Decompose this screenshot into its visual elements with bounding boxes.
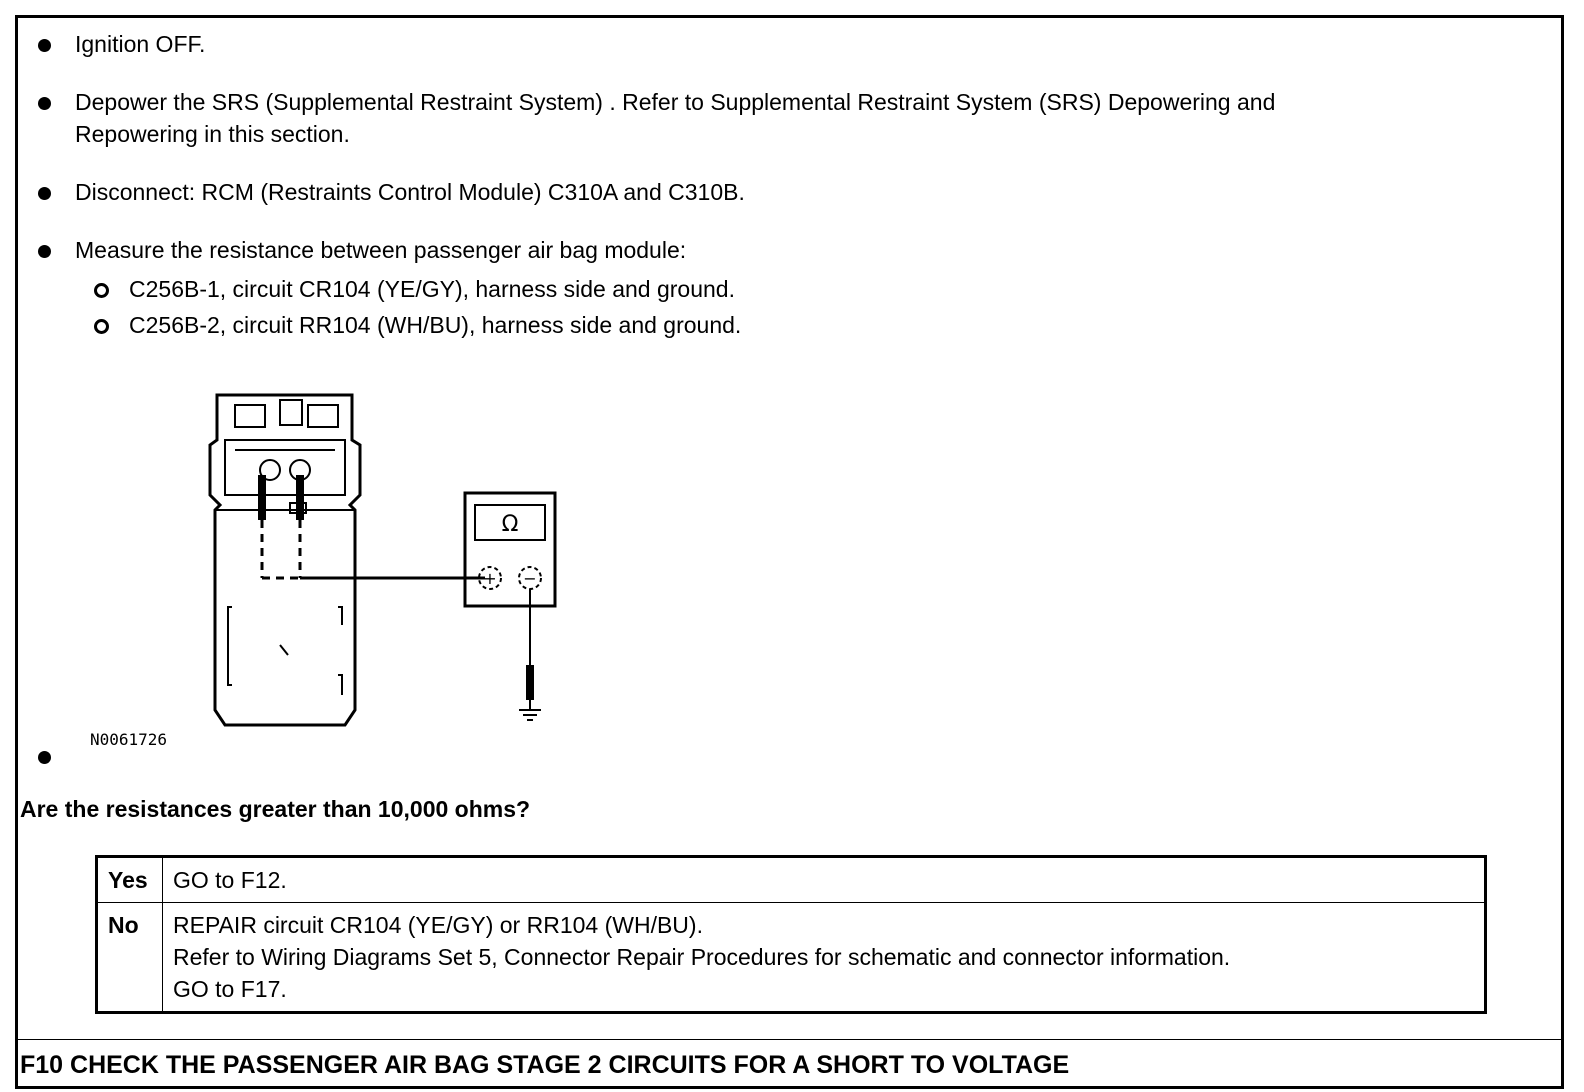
ohm-symbol: Ω bbox=[502, 512, 519, 537]
air-bag-module-icon bbox=[208, 393, 362, 727]
action-line: Refer to Wiring Diagrams Set 5, Connecto… bbox=[173, 944, 1231, 970]
question: Are the resistances greater than 10,000 … bbox=[20, 796, 531, 822]
step-text: Ignition OFF. bbox=[75, 31, 206, 57]
step-text-line2: Repowering in this section. bbox=[75, 121, 350, 147]
resistance-measurement-diagram: Ω + − bbox=[208, 393, 557, 727]
result-table: Yes GO to F12. No REPAIR circuit CR104 (… bbox=[95, 855, 1487, 1014]
action-line: GO to F17. bbox=[173, 976, 287, 1002]
bullet-icon bbox=[38, 97, 51, 110]
sub-step-text: C256B-1, circuit CR104 (YE/GY), harness … bbox=[129, 276, 735, 302]
row-label-no: No bbox=[96, 902, 163, 1013]
probe-icon bbox=[258, 475, 266, 520]
figure-id: N0061726 bbox=[90, 730, 168, 749]
circle-bullet-icon bbox=[94, 283, 109, 298]
section-divider bbox=[15, 1039, 1564, 1040]
step-text: Disconnect: RCM (Restraints Control Modu… bbox=[75, 179, 745, 205]
bullet-icon bbox=[38, 751, 51, 764]
ground-icon bbox=[519, 700, 541, 721]
page-frame bbox=[15, 15, 1564, 1089]
action-line: REPAIR circuit CR104 (YE/GY) or RR104 (W… bbox=[173, 912, 703, 938]
bullet-icon bbox=[38, 187, 51, 200]
action-line: GO to F12. bbox=[173, 867, 287, 893]
next-step-heading: F10 CHECK THE PASSENGER AIR BAG STAGE 2 … bbox=[20, 1051, 1070, 1079]
sub-step-text: C256B-2, circuit RR104 (WH/BU), harness … bbox=[129, 312, 742, 338]
ohmmeter-icon: Ω + − bbox=[463, 491, 557, 608]
bullet-icon bbox=[38, 245, 51, 258]
step-text: Measure the resistance between passenger… bbox=[75, 237, 687, 263]
ground-probe-icon bbox=[526, 665, 534, 700]
row-label-yes: Yes bbox=[96, 856, 163, 903]
table-row-no: No REPAIR circuit CR104 (YE/GY) or RR104… bbox=[96, 902, 1486, 1013]
table-row-yes: Yes GO to F12. bbox=[96, 856, 1486, 903]
row-action-yes: GO to F12. bbox=[162, 856, 1486, 903]
bullet-icon bbox=[38, 39, 51, 52]
step-text-line1: Depower the SRS (Supplemental Restraint … bbox=[75, 89, 1276, 115]
circle-bullet-icon bbox=[94, 319, 109, 334]
probe-icon bbox=[296, 475, 304, 520]
row-action-no: REPAIR circuit CR104 (YE/GY) or RR104 (W… bbox=[162, 902, 1486, 1013]
minus-terminal-label: − bbox=[523, 569, 536, 588]
plus-terminal-label: + bbox=[483, 569, 496, 588]
